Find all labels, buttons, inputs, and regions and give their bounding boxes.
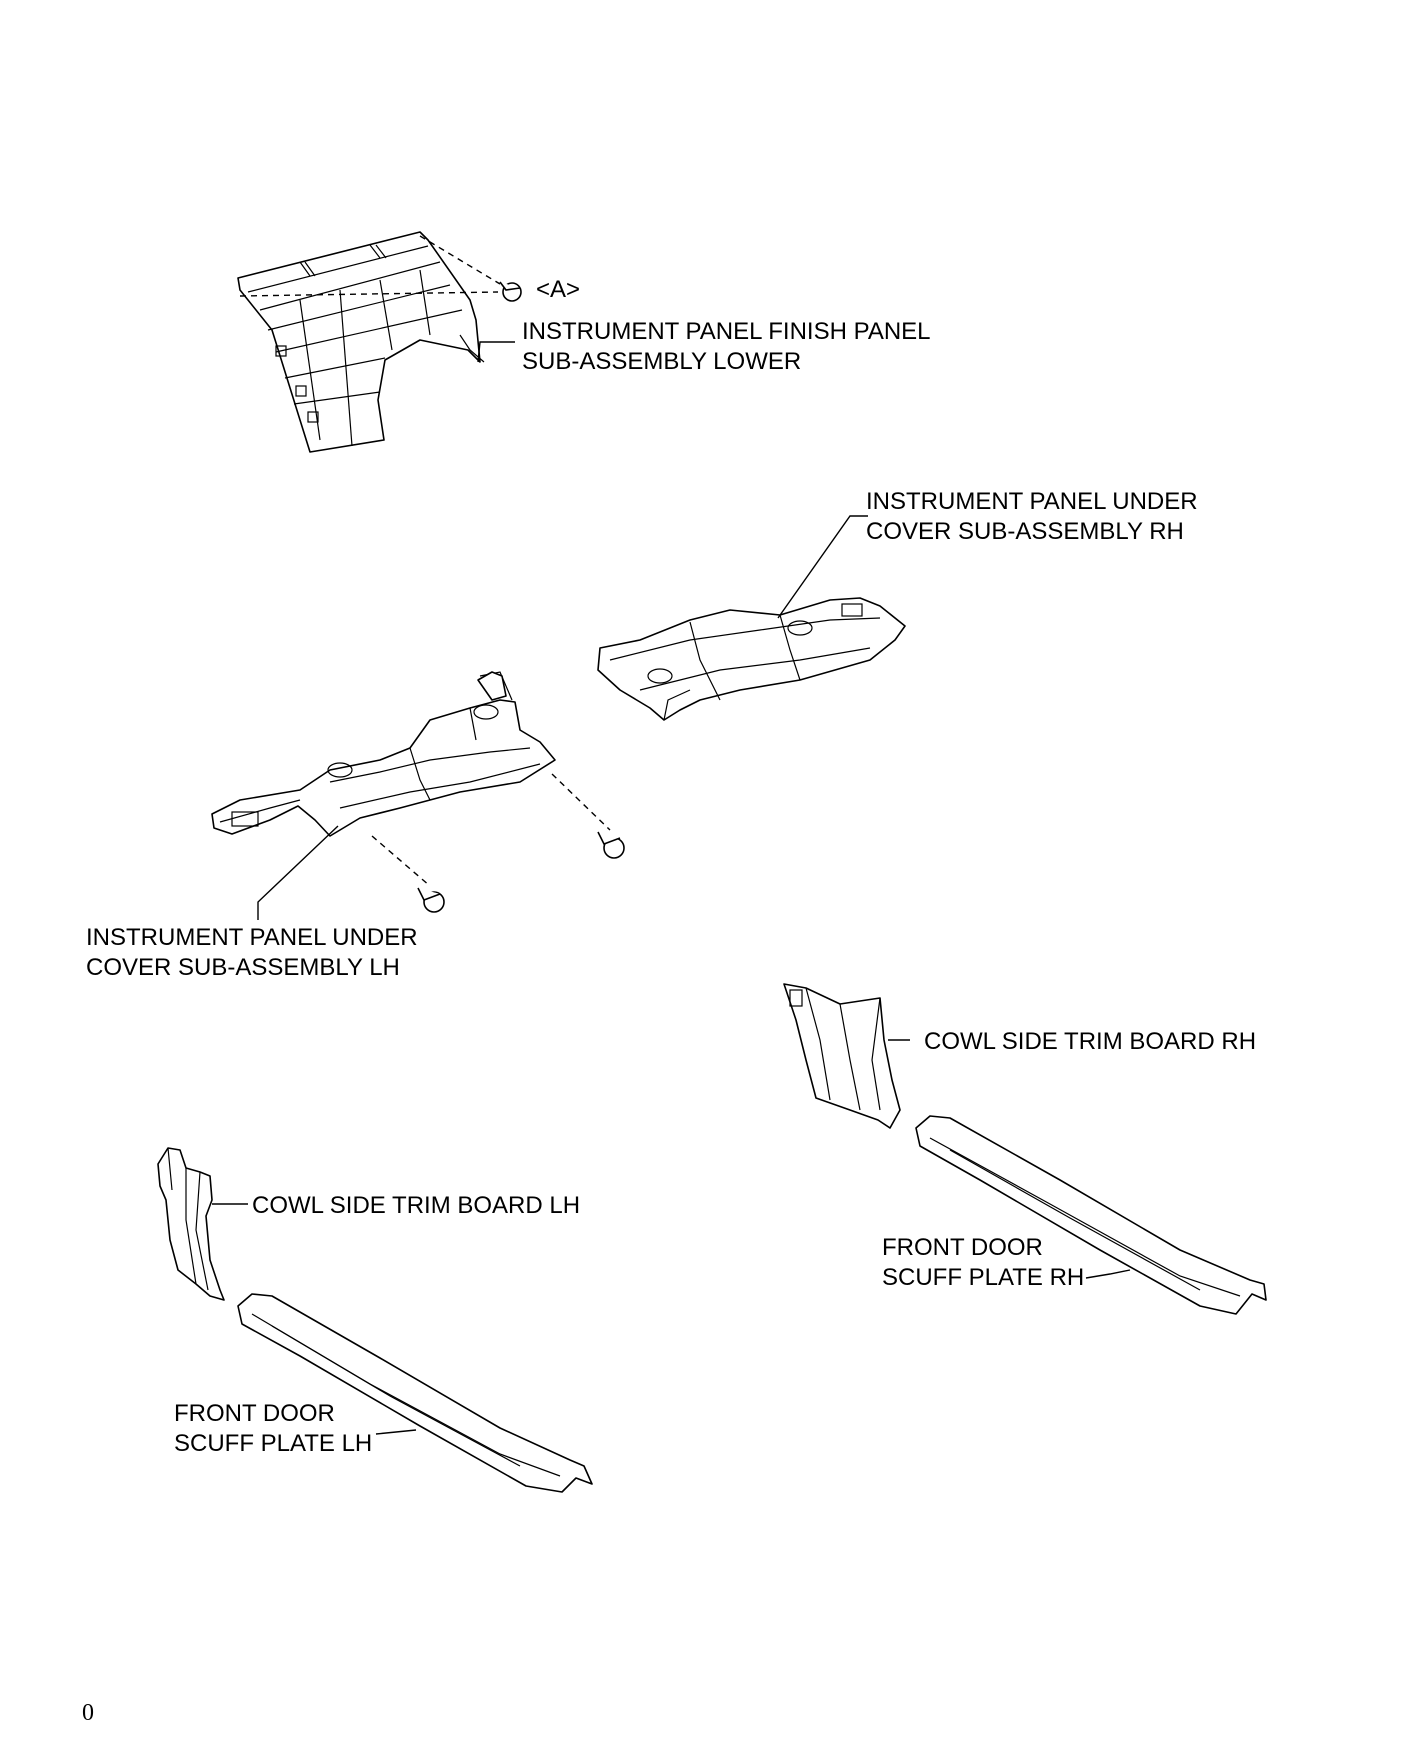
scuff-plate-lh-label-line2: SCUFF PLATE LH xyxy=(174,1430,373,1457)
cowl-side-lh-drawing xyxy=(157,1147,225,1301)
finish-panel-lower-label-line2: SUB-ASSEMBLY LOWER xyxy=(522,348,802,375)
scuff-plate-rh-drawing xyxy=(915,1115,1267,1315)
finish-panel-leader xyxy=(477,341,515,363)
scuff-plate-rh-leader xyxy=(1085,1269,1131,1279)
cowl-side-rh-drawing xyxy=(783,983,901,1129)
finish-panel-clip xyxy=(239,235,522,302)
scuff-plate-lh-label-line1: FRONT DOOR xyxy=(174,1400,335,1427)
finish-panel-lower-drawing xyxy=(237,231,485,453)
scuff-plate-lh-drawing xyxy=(237,1293,593,1493)
under-cover-rh-label-line1: INSTRUMENT PANEL UNDER xyxy=(866,488,1198,515)
under-cover-lh-label-line1: INSTRUMENT PANEL UNDER xyxy=(86,924,418,951)
scuff-plate-rh-label-line2: SCUFF PLATE RH xyxy=(882,1264,1085,1291)
under-cover-lh-bolts xyxy=(371,773,625,913)
page-number: 0 xyxy=(82,1700,94,1726)
under-cover-lh-label-line2: COVER SUB-ASSEMBLY LH xyxy=(86,954,400,981)
finish-panel-lower-label-line1: INSTRUMENT PANEL FINISH PANEL xyxy=(522,318,931,345)
cowl-side-lh-label: COWL SIDE TRIM BOARD LH xyxy=(252,1192,581,1219)
under-cover-rh-drawing xyxy=(597,597,906,721)
cowl-side-rh-label: COWL SIDE TRIM BOARD RH xyxy=(924,1028,1257,1055)
under-cover-lh-leader xyxy=(257,825,339,920)
clip-tag-a: <A> xyxy=(536,276,581,303)
scuff-plate-rh-label-line1: FRONT DOOR xyxy=(882,1234,1043,1261)
under-cover-rh-leader xyxy=(777,515,868,619)
under-cover-rh-label-line2: COVER SUB-ASSEMBLY RH xyxy=(866,518,1184,545)
scuff-plate-lh-leader xyxy=(375,1429,417,1435)
under-cover-lh-drawing xyxy=(211,671,556,837)
